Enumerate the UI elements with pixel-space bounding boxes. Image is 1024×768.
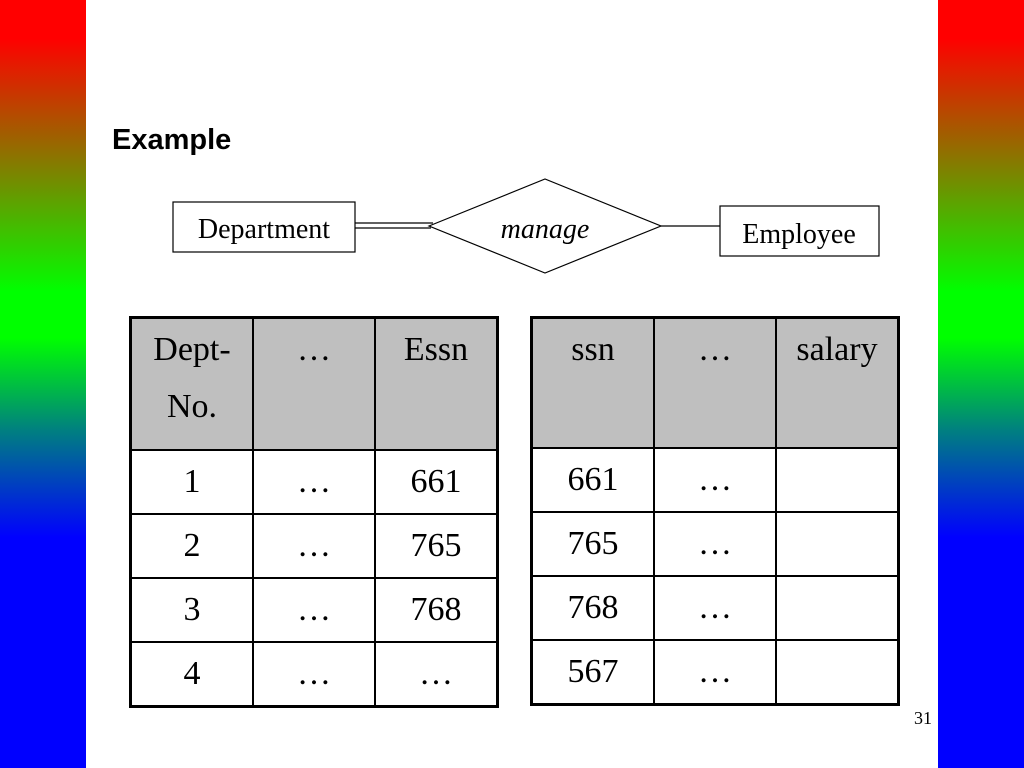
right-gradient-bar: [938, 0, 1024, 768]
table-cell: 4: [129, 641, 254, 708]
table-cell: [775, 447, 900, 513]
table-cell: 765: [530, 511, 655, 577]
department-table: Dept-No. … Essn 1 … 661 2 … 765 3 … 768 …: [129, 316, 499, 708]
column-header: …: [653, 316, 777, 449]
table-cell: …: [252, 641, 376, 708]
table-cell: …: [653, 639, 777, 706]
table-cell: 765: [374, 513, 499, 579]
relationship-manage-label: manage: [501, 214, 590, 245]
entity-employee-label: Employee: [742, 219, 856, 250]
table-cell: 567: [530, 639, 655, 706]
er-diagram: Department manage Employee: [172, 178, 880, 274]
page-number: 31: [914, 708, 932, 728]
table-cell: …: [653, 511, 777, 577]
column-header: salary: [775, 316, 900, 449]
table-cell: …: [374, 641, 499, 708]
table-cell: …: [252, 449, 376, 515]
table-cell: [775, 511, 900, 577]
slide-title: Example: [112, 124, 232, 156]
column-header: …: [252, 316, 376, 451]
left-gradient-bar: [0, 0, 86, 768]
table-cell: [775, 575, 900, 641]
table-cell: 661: [530, 447, 655, 513]
table-row: 2 … 765: [129, 513, 499, 579]
entity-employee-box: [719, 205, 880, 257]
table-cell: …: [252, 513, 376, 579]
table-cell: …: [653, 575, 777, 641]
entity-department-label: Department: [198, 214, 330, 245]
table-row: 768 …: [530, 575, 900, 641]
table-row: 4 … …: [129, 641, 499, 708]
table-header-row: Dept-No. … Essn: [129, 316, 499, 451]
table-cell: 3: [129, 577, 254, 643]
column-header: Dept-No.: [129, 316, 254, 451]
table-header-row: ssn … salary: [530, 316, 900, 449]
column-header: ssn: [530, 316, 655, 449]
entity-department-box: [172, 201, 356, 253]
table-row: 567 …: [530, 639, 900, 706]
table-cell: …: [252, 577, 376, 643]
table-cell: 768: [530, 575, 655, 641]
table-row: 765 …: [530, 511, 900, 577]
table-cell: 768: [374, 577, 499, 643]
table-cell: 1: [129, 449, 254, 515]
table-cell: [775, 639, 900, 706]
table-row: 1 … 661: [129, 449, 499, 515]
table-row: 661 …: [530, 447, 900, 513]
employee-table: ssn … salary 661 … 765 … 768 … 567 …: [530, 316, 900, 706]
table-cell: 2: [129, 513, 254, 579]
table-cell: 661: [374, 449, 499, 515]
column-header: Essn: [374, 316, 499, 451]
table-cell: …: [653, 447, 777, 513]
table-row: 3 … 768: [129, 577, 499, 643]
